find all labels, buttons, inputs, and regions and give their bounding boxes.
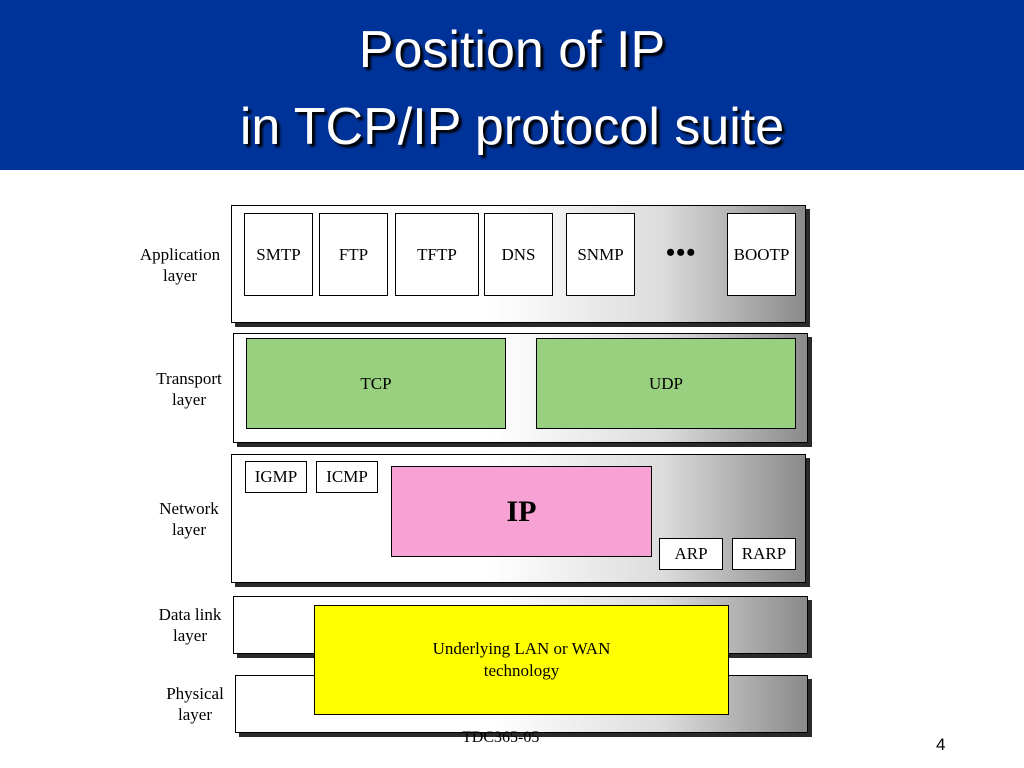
protocol-box-smtp: SMTP xyxy=(244,213,313,296)
protocol-box-snmp: SNMP xyxy=(566,213,635,296)
protocol-box-igmp: IGMP xyxy=(245,461,307,493)
protocol-box-bootp: BOOTP xyxy=(727,213,796,296)
network-label-line1: Network xyxy=(159,499,219,518)
physical-layer-label: Physical layer xyxy=(140,683,250,725)
protocol-box-tftp: TFTP xyxy=(395,213,479,296)
datalink-label-line2: layer xyxy=(173,626,207,645)
footer-course-code: TDC365-05 xyxy=(462,729,540,746)
transport-layer-label: Transport layer xyxy=(134,368,244,410)
application-layer-label: Application layer xyxy=(125,244,235,286)
datalink-layer-label: Data link layer xyxy=(135,604,245,646)
page-number: 4 xyxy=(936,735,946,754)
application-label-line1: Application xyxy=(139,245,221,264)
protocol-box-dns: DNS xyxy=(484,213,553,296)
application-label-line2: layer xyxy=(163,266,197,285)
protocol-box-tcp: TCP xyxy=(246,338,506,429)
network-layer-label: Network layer xyxy=(134,498,244,540)
title-banner: Position of IP in TCP/IP protocol suite xyxy=(0,0,1024,170)
protocol-box-icmp: ICMP xyxy=(316,461,378,493)
transport-label-line1: Transport xyxy=(156,369,222,388)
underlying-line2: technology xyxy=(483,661,560,680)
protocol-box-arp: ARP xyxy=(659,538,723,570)
slide-title-line2: in TCP/IP protocol suite xyxy=(239,98,785,156)
physical-label-line2: layer xyxy=(178,705,212,724)
transport-label-line2: layer xyxy=(172,390,206,409)
underlying-lan-wan-box: Underlying LAN or WAN technology xyxy=(314,605,729,715)
network-label-line2: layer xyxy=(172,520,206,539)
protocol-box-udp: UDP xyxy=(536,338,796,429)
underlying-line1: Underlying LAN or WAN xyxy=(432,639,611,658)
slide-title-line1: Position of IP xyxy=(358,21,666,79)
protocol-box-ip: IP xyxy=(391,466,652,557)
ellipsis-more-protocols: ••• xyxy=(666,238,697,267)
physical-label-line1: Physical xyxy=(166,684,224,703)
protocol-box-rarp: RARP xyxy=(732,538,796,570)
protocol-box-ftp: FTP xyxy=(319,213,388,296)
datalink-label-line1: Data link xyxy=(158,605,222,624)
